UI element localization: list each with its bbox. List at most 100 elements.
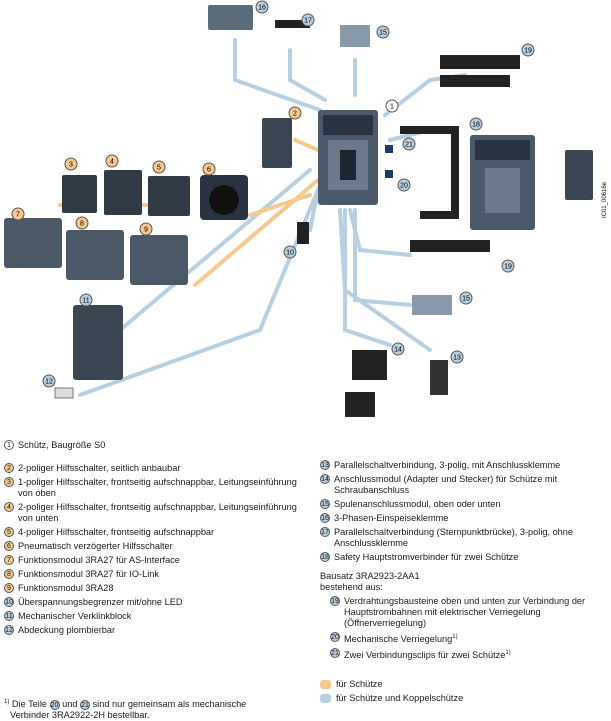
legend-text: Parallelschaltverbindung (Sternpunktbrüc… (334, 527, 574, 548)
legend-num: 7 (4, 555, 14, 565)
legend-item-14: 14 Anschlussmodul (Adapter und Stecker) f… (320, 474, 608, 496)
legend-num: 9 (4, 583, 14, 593)
legend-item-9: 9 Funktionsmodul 3RA28 (4, 583, 304, 594)
svg-text:15: 15 (379, 30, 387, 37)
legend-text: Mechanischer Verklinkblock (18, 611, 132, 621)
legend-text: Spulenanschlussmodul, oben oder unten (334, 499, 501, 509)
legend-item-6: 6 Pneumatisch verzögerter Hilfsschalter (4, 541, 304, 552)
callout-3: 3 (64, 157, 78, 171)
callout-2: 2 (288, 106, 302, 120)
key-swatch (320, 680, 331, 690)
kit-text: Mechanische Verriegelung (344, 634, 453, 645)
callout-18: 18 (469, 117, 483, 131)
callout-13: 13 (450, 350, 464, 364)
legend-item-15: 15 Spulenanschlussmodul, oben oder unten (320, 499, 608, 510)
footnote: 1) Die Teile 20 und 21 sind nur gemeinsa… (4, 699, 247, 721)
contactor-main (318, 110, 378, 205)
svg-text:6: 6 (207, 167, 211, 174)
callout-12: 12 (42, 374, 56, 388)
callout-1: 1 (385, 99, 399, 113)
accessories-diagram: 16 17 15 19 1 2 18 21 20 3 4 5 6 7 8 9 1… (4, 0, 608, 417)
kit-num: 20 (330, 632, 340, 642)
kit-item-19: 19 Verdrahtungsbausteine oben und unten z… (330, 596, 608, 629)
legend-num: 2 (4, 463, 14, 473)
callout-20: 20 (397, 178, 411, 192)
svg-text:21: 21 (405, 142, 413, 149)
callout-16: 16 (255, 0, 269, 14)
legend-text: Pneumatisch verzögerter Hilfsschalter (18, 541, 173, 551)
legend-item-11: 11 Mechanischer Verklinkblock (4, 611, 304, 622)
legend-num: 17 (320, 527, 330, 537)
legend-num: 12 (4, 625, 14, 635)
legend-text: Funktionsmodul 3RA27 für IO-Link (18, 569, 159, 579)
legend-num: 14 (320, 474, 330, 484)
legend-text: 3-Phasen-Einspeiseklemme (334, 513, 449, 523)
callout-17: 17 (301, 13, 315, 27)
svg-text:8: 8 (80, 221, 84, 228)
legend-item-12: 12 Abdeckung plombierbar (4, 625, 304, 636)
legend-num: 4 (4, 502, 14, 512)
callout-10: 10 (283, 245, 297, 259)
key-swatch (320, 694, 331, 704)
svg-text:13: 13 (453, 355, 461, 362)
legend-text: Abdeckung plombierbar (18, 625, 116, 635)
svg-text:9: 9 (144, 227, 148, 234)
kit-num: 21 (330, 648, 340, 659)
legend-num: 13 (320, 460, 330, 470)
callout-6: 6 (202, 162, 216, 176)
callout-19a: 19 (521, 43, 535, 57)
contactor-right (470, 135, 535, 230)
callout-21: 21 (402, 137, 416, 151)
kit-text: Verdrahtungsbausteine oben und unten zur… (344, 596, 586, 628)
svg-text:12: 12 (45, 379, 53, 386)
legend-num: 15 (320, 499, 330, 509)
svg-text:14: 14 (394, 347, 402, 354)
kit-num: 19 (330, 596, 340, 606)
legend-item-7: 7 Funktionsmodul 3RA27 für AS-Interface (4, 555, 304, 566)
callout-15a: 15 (376, 25, 390, 39)
legend-text: Funktionsmodul 3RA27 für AS-Interface (18, 555, 180, 565)
callout-19b: 19 (501, 259, 515, 273)
legend-num: 16 (320, 513, 330, 523)
svg-text:5: 5 (157, 165, 161, 172)
callout-14: 14 (391, 342, 405, 356)
legend-num: 18 (320, 552, 330, 562)
key-text: für Schütze und Koppelschütze (336, 693, 464, 704)
legend-text: Schütz, Baugröße S0 (18, 440, 106, 450)
svg-text:1: 1 (390, 104, 394, 111)
svg-text:2: 2 (293, 111, 297, 118)
legend-text: Anschlussmodul (Adapter und Stecker) für… (334, 474, 558, 495)
footnote-num-20: 20 (49, 699, 60, 710)
legend-num: 11 (4, 611, 14, 621)
svg-text:19: 19 (524, 48, 532, 55)
svg-text:19: 19 (504, 264, 512, 271)
svg-text:10: 10 (286, 250, 294, 257)
callout-5: 5 (152, 160, 166, 174)
legend-text: 4-poliger Hilfsschalter, frontseitig auf… (18, 527, 215, 537)
svg-text:15: 15 (462, 296, 470, 303)
kit-footnote-marker: 1) (452, 634, 458, 640)
legend-text: 2-poliger Hilfsschalter, frontseitig auf… (18, 502, 297, 523)
legend-text: 1-poliger Hilfsschalter, frontseitig auf… (18, 477, 297, 498)
legend-item-16: 16 3-Phasen-Einspeiseklemme (320, 513, 608, 524)
svg-text:7: 7 (16, 212, 20, 219)
kit-subtitle: bestehend aus: (320, 582, 383, 592)
legend-item-17: 17 Parallelschaltverbindung (Sternpunktbr… (320, 527, 608, 549)
legend-num: 6 (4, 541, 14, 551)
svg-text:11: 11 (82, 298, 89, 305)
svg-text:18: 18 (472, 122, 480, 129)
kit-item-20: 20 Mechanische Verriegelung1) (330, 632, 608, 645)
key-text: für Schütze (336, 679, 383, 690)
key-item: für Schütze (320, 679, 608, 690)
svg-text:3: 3 (69, 162, 73, 169)
legend-text: Funktionsmodul 3RA28 (18, 583, 114, 593)
